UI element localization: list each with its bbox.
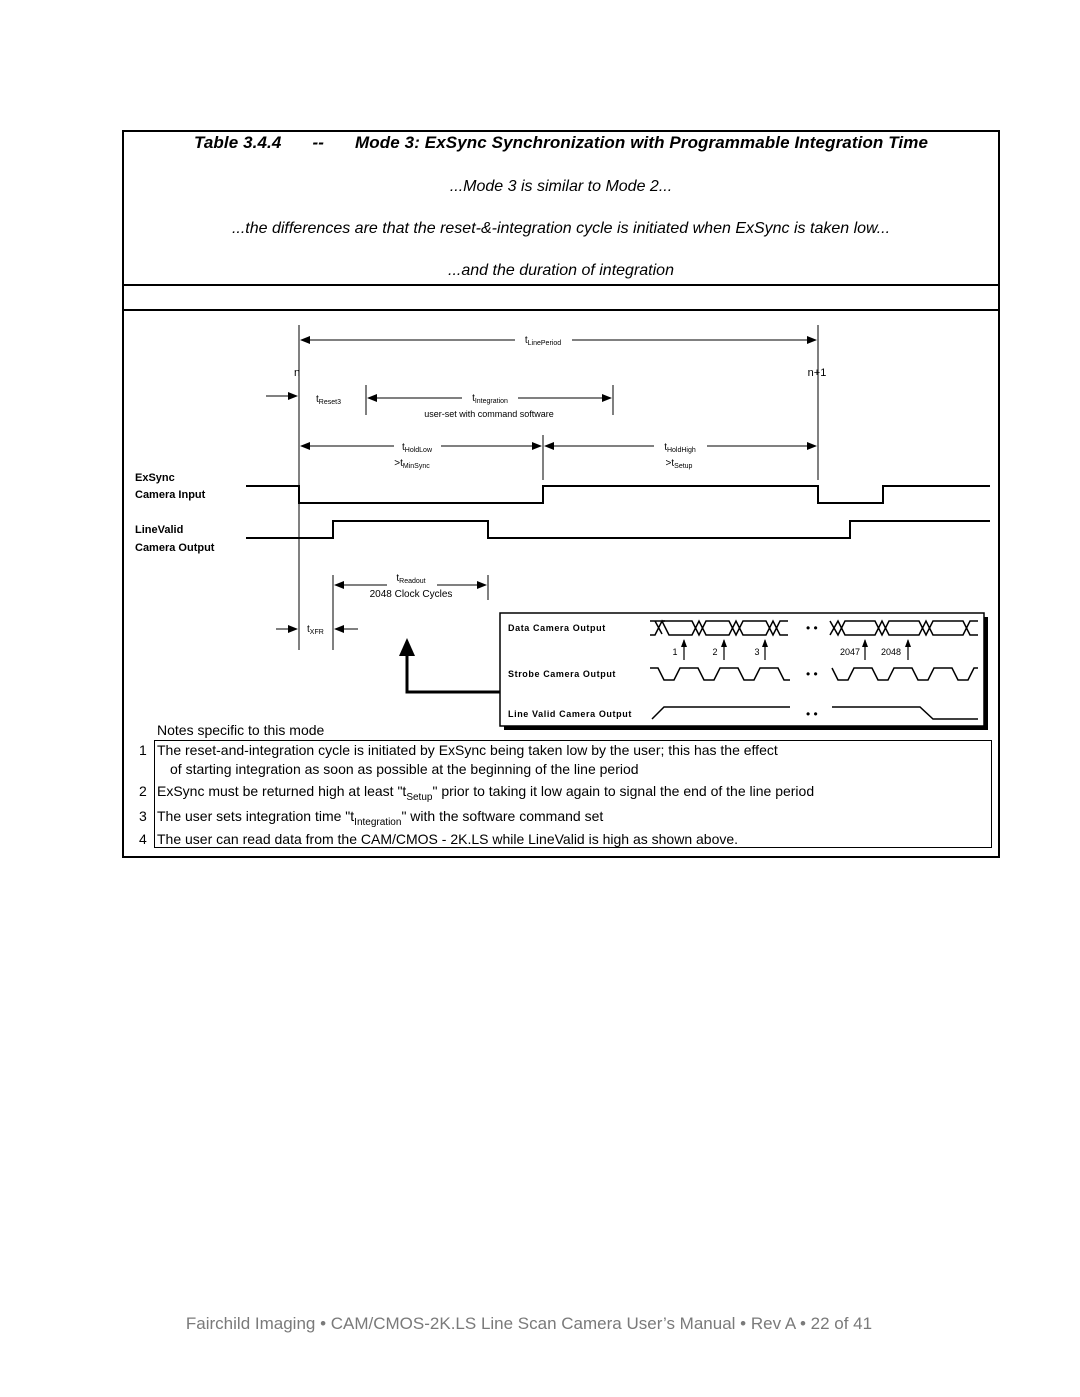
- n-label: n: [294, 367, 300, 379]
- table-label: Table 3.4.4: [193, 133, 282, 152]
- title-separator: --: [312, 133, 324, 152]
- note-text-1-continued: of starting integration as soon as possi…: [170, 761, 639, 777]
- pixel-number-2048: 2048: [881, 647, 901, 657]
- notes-heading: Notes specific to this mode: [157, 722, 325, 738]
- inset-pointer-arrow: [405, 654, 500, 694]
- linevalid-label: LineValid: [135, 524, 183, 536]
- readout-note: 2048 Clock Cycles: [370, 589, 453, 600]
- inset-linevalid-waveform-a: [651, 706, 790, 720]
- data-bus-waveform-a-top: [662, 620, 788, 637]
- inset-pointer-head: [399, 638, 415, 656]
- table-title-text: Mode 3: ExSync Synchronization with Prog…: [355, 133, 928, 152]
- note-text-2: ExSync must be returned high at least "t…: [157, 783, 815, 803]
- strobe-waveform-a: [650, 667, 790, 681]
- camera-output-label: Camera Output: [135, 542, 215, 554]
- min-sync-label: >tMinSync: [394, 458, 430, 470]
- note-number-4: 4: [139, 831, 147, 847]
- pixel-number-2047: 2047: [840, 647, 860, 657]
- note-number-1: 1: [139, 742, 147, 758]
- table-frame: [122, 130, 1000, 858]
- note-number-2: 2: [139, 783, 147, 799]
- timing-diagram: tLinePeriod n n+1 tReset3 tIntegration u…: [135, 325, 990, 730]
- t-xfr-label: tXFR: [307, 624, 324, 636]
- setup-label: >tSetup: [666, 458, 693, 470]
- description-line-2: ...the differences are that the reset-&-…: [231, 220, 891, 237]
- description-line-3: ...and the duration of integration: [448, 262, 674, 279]
- n1-label: n+1: [808, 367, 827, 379]
- inset-linevalid-waveform-b: [832, 706, 978, 720]
- strobe-dots: • •: [806, 667, 818, 681]
- t-reset3-label: tReset3: [316, 394, 341, 406]
- pixel-number-2: 2: [712, 647, 717, 657]
- inset-linevalid-dots: • •: [806, 707, 818, 721]
- note-text-1: The reset-and-integration cycle is initi…: [157, 742, 778, 758]
- exsync-waveform: [246, 485, 990, 504]
- data-bus-waveform-b: [829, 620, 978, 637]
- camera-input-label: Camera Input: [135, 489, 206, 501]
- t-readout-label: tReadout: [396, 573, 425, 585]
- t-hold-high-label: tHoldHigh: [664, 442, 696, 454]
- pixel-number-1: 1: [672, 647, 677, 657]
- data-bus-waveform-b-bottom: [829, 619, 978, 636]
- table-title: Table 3.4.4 -- Mode 3: ExSync Synchroniz…: [124, 133, 998, 153]
- note-text-3: The user sets integration time "tIntegra…: [157, 808, 604, 828]
- t-integration-label: tIntegration: [472, 393, 508, 405]
- pixel-number-3: 3: [754, 647, 759, 657]
- linevalid-waveform: [246, 520, 990, 539]
- data-bus-dots: • •: [806, 621, 818, 635]
- t-line-period-label: tLinePeriod: [525, 335, 561, 347]
- inset-linevalid-label: Line Valid Camera Output: [508, 709, 632, 719]
- notes-box: [154, 740, 992, 848]
- strobe-waveform-b: [831, 667, 978, 681]
- divider-bottom: [122, 309, 1000, 311]
- note-text-4: The user can read data from the CAM/CMOS…: [157, 831, 739, 847]
- page-footer: Fairchild Imaging • CAM/CMOS-2K.LS Line …: [185, 1314, 873, 1333]
- t-hold-low-label: tHoldLow: [402, 442, 433, 454]
- note-number-3: 3: [139, 808, 147, 824]
- exsync-label: ExSync: [135, 472, 175, 484]
- integration-note: user-set with command software: [424, 409, 554, 419]
- inset-strobe-label: Strobe Camera Output: [508, 669, 616, 679]
- inset-data-label: Data Camera Output: [508, 623, 606, 633]
- description-line-1: ...Mode 3 is similar to Mode 2...: [449, 178, 673, 195]
- divider-top: [122, 284, 1000, 286]
